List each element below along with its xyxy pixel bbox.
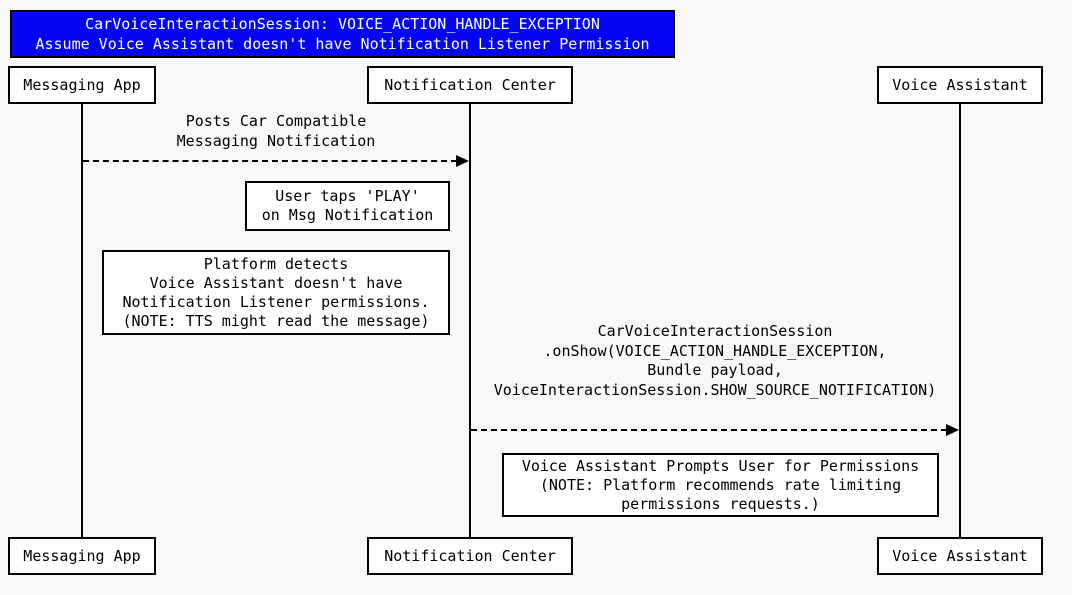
participant-voice-assistant-top: Voice Assistant (877, 66, 1043, 104)
note-line: on Msg Notification (261, 206, 434, 224)
message-2-label: CarVoiceInteractionSession .onShow(VOICE… (470, 322, 960, 400)
message-2-arrowhead-icon (946, 424, 959, 436)
note-line: (NOTE: TTS might read the message) (122, 311, 430, 330)
message-line: VoiceInteractionSession.SHOW_SOURCE_NOTI… (493, 380, 937, 399)
title-line-2: Assume Voice Assistant doesn't have Noti… (35, 35, 650, 53)
participant-label: Notification Center (384, 546, 556, 565)
note-line: (NOTE: Platform recommends rate limiting (539, 475, 902, 494)
note-voice-assistant-prompts: Voice Assistant Prompts User for Permiss… (502, 453, 939, 517)
message-1-dashed-line (83, 160, 457, 162)
message-line: .onShow(VOICE_ACTION_HANDLE_EXCEPTION, (543, 341, 887, 360)
lifeline-voice-assistant (959, 104, 961, 537)
participant-label: Messaging App (23, 75, 141, 94)
note-line: Voice Assistant Prompts User for Permiss… (521, 456, 920, 475)
message-1-label: Posts Car Compatible Messaging Notificat… (82, 112, 470, 151)
note-line: User taps 'PLAY' (275, 187, 420, 205)
message-2-dashed-line (471, 429, 947, 431)
lifeline-notification-center (469, 104, 471, 537)
title-line-1: CarVoiceInteractionSession: VOICE_ACTION… (85, 15, 600, 33)
lifeline-messaging-app (81, 104, 83, 537)
participant-messaging-app-top: Messaging App (8, 66, 156, 104)
message-line: Bundle payload, (647, 361, 783, 379)
message-line: Posts Car Compatible (185, 112, 367, 130)
note-line: Platform detects (203, 254, 349, 273)
participant-messaging-app-bottom: Messaging App (8, 537, 156, 575)
message-line: CarVoiceInteractionSession (597, 322, 833, 340)
participant-label: Notification Center (384, 75, 556, 94)
note-user-taps-play: User taps 'PLAY' on Msg Notification (245, 181, 450, 231)
note-platform-detects: Platform detects Voice Assistant doesn't… (102, 250, 450, 335)
message-1-arrowhead-icon (456, 155, 469, 167)
participant-label: Messaging App (23, 546, 141, 565)
note-line: Voice Assistant doesn't have (149, 273, 403, 292)
participant-notification-center-bottom: Notification Center (367, 537, 573, 575)
participant-label: Voice Assistant (892, 75, 1028, 94)
note-line: permissions requests.) (621, 494, 820, 513)
participant-label: Voice Assistant (892, 546, 1028, 565)
note-line: Notification Listener permissions. (122, 292, 430, 311)
participant-notification-center-top: Notification Center (367, 66, 573, 104)
participant-voice-assistant-bottom: Voice Assistant (877, 537, 1043, 575)
diagram-title-banner: CarVoiceInteractionSession: VOICE_ACTION… (10, 10, 675, 58)
message-line: Messaging Notification (176, 131, 376, 150)
